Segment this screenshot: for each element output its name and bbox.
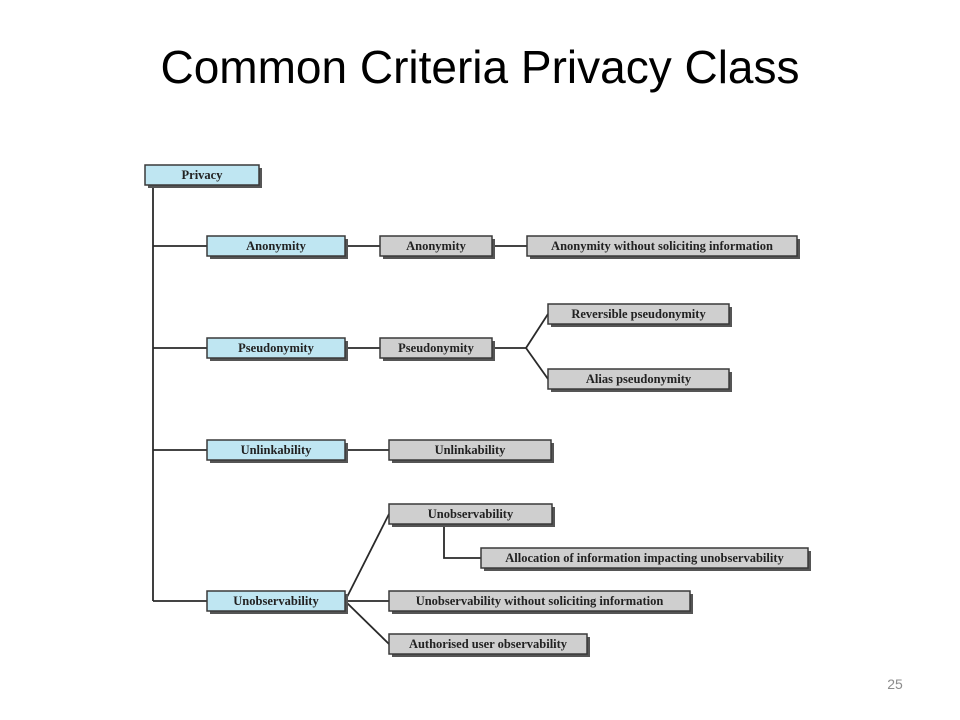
component-unobservability: Unobservability [388, 503, 555, 527]
family-unobservability: Unobservability [206, 590, 348, 614]
component-allocation-of-information: Allocation of information impacting unob… [480, 547, 811, 571]
pseudonymity-branch-down [525, 347, 549, 380]
component-alias-pseudonymity: Alias pseudonymity [547, 368, 732, 392]
family-anonymity-label: Anonymity [246, 239, 306, 253]
component-alias-pseudonymity-label: Alias pseudonymity [586, 372, 692, 386]
component-authorised-user-observability-label: Authorised user observability [409, 637, 568, 651]
component-unobservability-box [388, 503, 553, 525]
component-anonymity-label: Anonymity [406, 239, 466, 253]
family-unobservability-label: Unobservability [233, 594, 319, 608]
family-unlinkability-label: Unlinkability [241, 443, 313, 457]
unobservability-branch-up [344, 513, 390, 602]
component-unobservability-without-soliciting-box [388, 590, 691, 612]
pseudonymity-branch-up [525, 313, 549, 349]
family-unlinkability: Unlinkability [206, 439, 348, 463]
component-authorised-user-observability: Authorised user observability [388, 633, 590, 657]
component-anonymity: Anonymity [379, 235, 495, 259]
family-pseudonymity: Pseudonymity [206, 337, 348, 361]
page-number: 25 [887, 676, 903, 692]
class-privacy-label: Privacy [182, 168, 224, 182]
family-unlinkability-box [206, 439, 346, 461]
family-unobservability-box [206, 590, 346, 612]
component-alias-pseudonymity-box [547, 368, 730, 390]
family-pseudonymity-box [206, 337, 346, 359]
connector-lines [152, 185, 549, 645]
component-unobservability-without-soliciting: Unobservability without soliciting infor… [388, 590, 693, 614]
family-anonymity-box [206, 235, 346, 257]
family-anonymity: Anonymity [206, 235, 348, 259]
component-unlinkability-label: Unlinkability [435, 443, 507, 457]
slide-title: Common Criteria Privacy Class [160, 41, 800, 93]
component-reversible-pseudonymity: Reversible pseudonymity [547, 303, 732, 327]
class-privacy: Privacy [144, 164, 262, 188]
component-reversible-pseudonymity-label: Reversible pseudonymity [571, 307, 706, 321]
component-pseudonymity-label: Pseudonymity [398, 341, 474, 355]
component-anonymity-without-soliciting: Anonymity without soliciting information [526, 235, 800, 259]
class-privacy-box [144, 164, 260, 186]
component-unobservability-label: Unobservability [428, 507, 514, 521]
component-unlinkability: Unlinkability [388, 439, 554, 463]
component-reversible-pseudonymity-box [547, 303, 730, 325]
component-anonymity-without-soliciting-label: Anonymity without soliciting information [551, 239, 773, 253]
component-authorised-user-observability-box [388, 633, 588, 655]
component-pseudonymity: Pseudonymity [379, 337, 495, 361]
unobservability-branch-down [344, 600, 390, 645]
diagram-nodes: PrivacyAnonymityPseudonymityUnlinkabilit… [144, 164, 811, 657]
component-allocation-of-information-label: Allocation of information impacting unob… [505, 551, 784, 565]
component-unlinkability-box [388, 439, 552, 461]
component-anonymity-box [379, 235, 493, 257]
component-unobservability-without-soliciting-label: Unobservability without soliciting infor… [416, 594, 664, 608]
component-allocation-of-information-box [480, 547, 809, 569]
component-pseudonymity-box [379, 337, 493, 359]
unobservability-to-allocation-line [443, 524, 481, 559]
component-anonymity-without-soliciting-box [526, 235, 798, 257]
family-pseudonymity-label: Pseudonymity [238, 341, 314, 355]
